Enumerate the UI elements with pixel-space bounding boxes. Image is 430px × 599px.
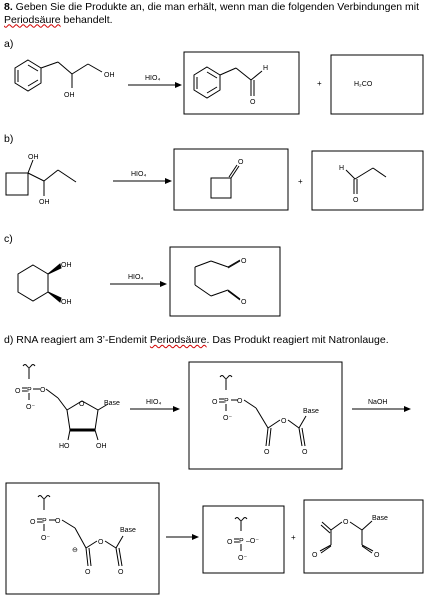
part-c-reactant <box>17 263 62 303</box>
b-product-box-2 <box>311 150 424 211</box>
d4-o-label-a: O <box>312 552 318 559</box>
b-product-1-structure <box>210 164 240 199</box>
d-o-ester-label: O <box>40 387 46 394</box>
b-oh-label-2: OH <box>39 199 50 206</box>
part-c-label: c) <box>4 233 13 245</box>
d1-base-label: Base <box>303 408 319 415</box>
task-statement: 8. Geben Sie die Produkte an, die man er… <box>4 1 428 26</box>
a-product-box-1 <box>183 51 300 115</box>
d1-o-label-b: O <box>302 449 308 456</box>
part-a-label: a) <box>4 38 14 50</box>
a-oh-label-1: OH <box>104 72 115 79</box>
c-o-label-2: O <box>241 299 247 306</box>
task-number: 8. <box>4 1 13 13</box>
d3-p-label: P <box>239 538 244 545</box>
a-plus: + <box>317 79 322 88</box>
d-product-box-1 <box>188 361 343 470</box>
d-reactant <box>22 364 109 441</box>
periodsaeure-word: Periodsäure <box>4 13 61 26</box>
c-product-box <box>169 246 281 317</box>
task-text-2: behandelt. <box>60 13 113 26</box>
part-b-reactant <box>5 159 77 196</box>
d-base-label-1: Base <box>104 400 120 407</box>
c-oh-label-1: OH <box>61 262 72 269</box>
d-p-label: P <box>27 387 32 394</box>
part-d-label: d) <box>4 334 14 346</box>
d1-o-label-a: O <box>264 449 270 456</box>
d2-o-minus-label: O⁻ <box>41 535 50 542</box>
d-plus: + <box>291 533 296 542</box>
a-reagent: HIO₄ <box>145 75 160 82</box>
ribose-ring <box>66 400 99 431</box>
task-text-1: Geben Sie die Produkte an, die man erhäl… <box>12 1 420 13</box>
d4-o-label-b: O <box>374 552 380 559</box>
d3-o-dbl-label: O <box>227 539 233 546</box>
d-ho-label: HO <box>59 443 70 450</box>
c-o-label-1: O <box>241 258 247 265</box>
part-b-label: b) <box>4 133 14 145</box>
d1-ring-o-label: O <box>281 418 287 425</box>
d-oh-label: OH <box>96 443 107 450</box>
b-product-box-1 <box>173 148 289 211</box>
d2-o-ester-label: O <box>55 518 61 525</box>
b-reagent: HIO₄ <box>131 171 146 178</box>
d4-base-label: Base <box>372 515 388 522</box>
d2-o-dbl-label: O <box>30 519 36 526</box>
a-oh-label-2: OH <box>64 92 75 99</box>
c-reagent: HIO₄ <box>128 274 143 281</box>
b-o-label-1: O <box>238 159 244 166</box>
cyclobutane-ring <box>5 172 29 196</box>
d2-o-label-a: O <box>85 569 91 576</box>
d-o-dbl-label: O <box>15 388 21 395</box>
d2-p-label: P <box>42 518 47 525</box>
b-plus: + <box>298 177 303 186</box>
a-product-box-2 <box>330 54 424 115</box>
d-base-product-box <box>303 499 424 574</box>
d-phosphate-structure <box>234 517 248 551</box>
d-o-minus-label: O⁻ <box>26 404 35 411</box>
d1-o-ester-label: O <box>237 398 243 405</box>
d2-o-label-b: O <box>118 569 124 576</box>
a-product-1-structure <box>193 66 263 99</box>
d-wavy-bond-1 <box>22 364 36 368</box>
a-h-label: H <box>263 65 268 72</box>
a-o-label: O <box>250 99 256 106</box>
d-dialdehyde-structure <box>219 375 307 447</box>
d2-carbanion-label: ⊖ <box>72 547 78 554</box>
benzene-ring <box>14 59 42 92</box>
b-h-label: H <box>339 165 344 172</box>
d1-o-minus-label: O⁻ <box>223 415 232 422</box>
d-base-product-structure <box>319 520 374 554</box>
b-o-label-2: O <box>353 197 359 204</box>
b-product-2-structure <box>345 167 387 194</box>
part-a-reactant <box>14 59 103 92</box>
d2-ring-o-label: O <box>98 539 104 546</box>
d3-o-minus-label: O⁻ <box>238 555 247 562</box>
d-phosphate-box <box>202 505 285 574</box>
c-product-structure <box>194 259 241 301</box>
d3-o-minus-chain-label: –O⁻ <box>246 538 259 545</box>
periodsaeure-word-d: Periodsäure <box>149 334 207 346</box>
part-d-text-1: RNA reagiert am 3’-Endemit <box>13 334 150 346</box>
d1-o-dbl-label: O <box>212 399 218 406</box>
d-intermediate-box <box>5 482 160 595</box>
d-ring-o-label: O <box>79 401 85 408</box>
d2-base-label: Base <box>120 527 136 534</box>
part-d-statement: d) RNA reagiert am 3’-Endemit Periodsäur… <box>4 334 389 346</box>
d1-p-label: P <box>224 398 229 405</box>
d4-ring-o-label: O <box>343 519 349 526</box>
a-formaldehyde: H₂CO <box>354 81 373 88</box>
d-reagent-1: HIO₄ <box>146 399 161 406</box>
d-intermediate-structure <box>37 495 124 567</box>
part-d-text-2: . Das Produkt reagiert mit Natronlauge. <box>206 334 389 346</box>
d-reagent-2: NaOH <box>368 399 387 406</box>
c-oh-label-2: OH <box>61 299 72 306</box>
cyclohexane-ring <box>17 264 49 302</box>
b-oh-label-1: OH <box>28 154 39 161</box>
